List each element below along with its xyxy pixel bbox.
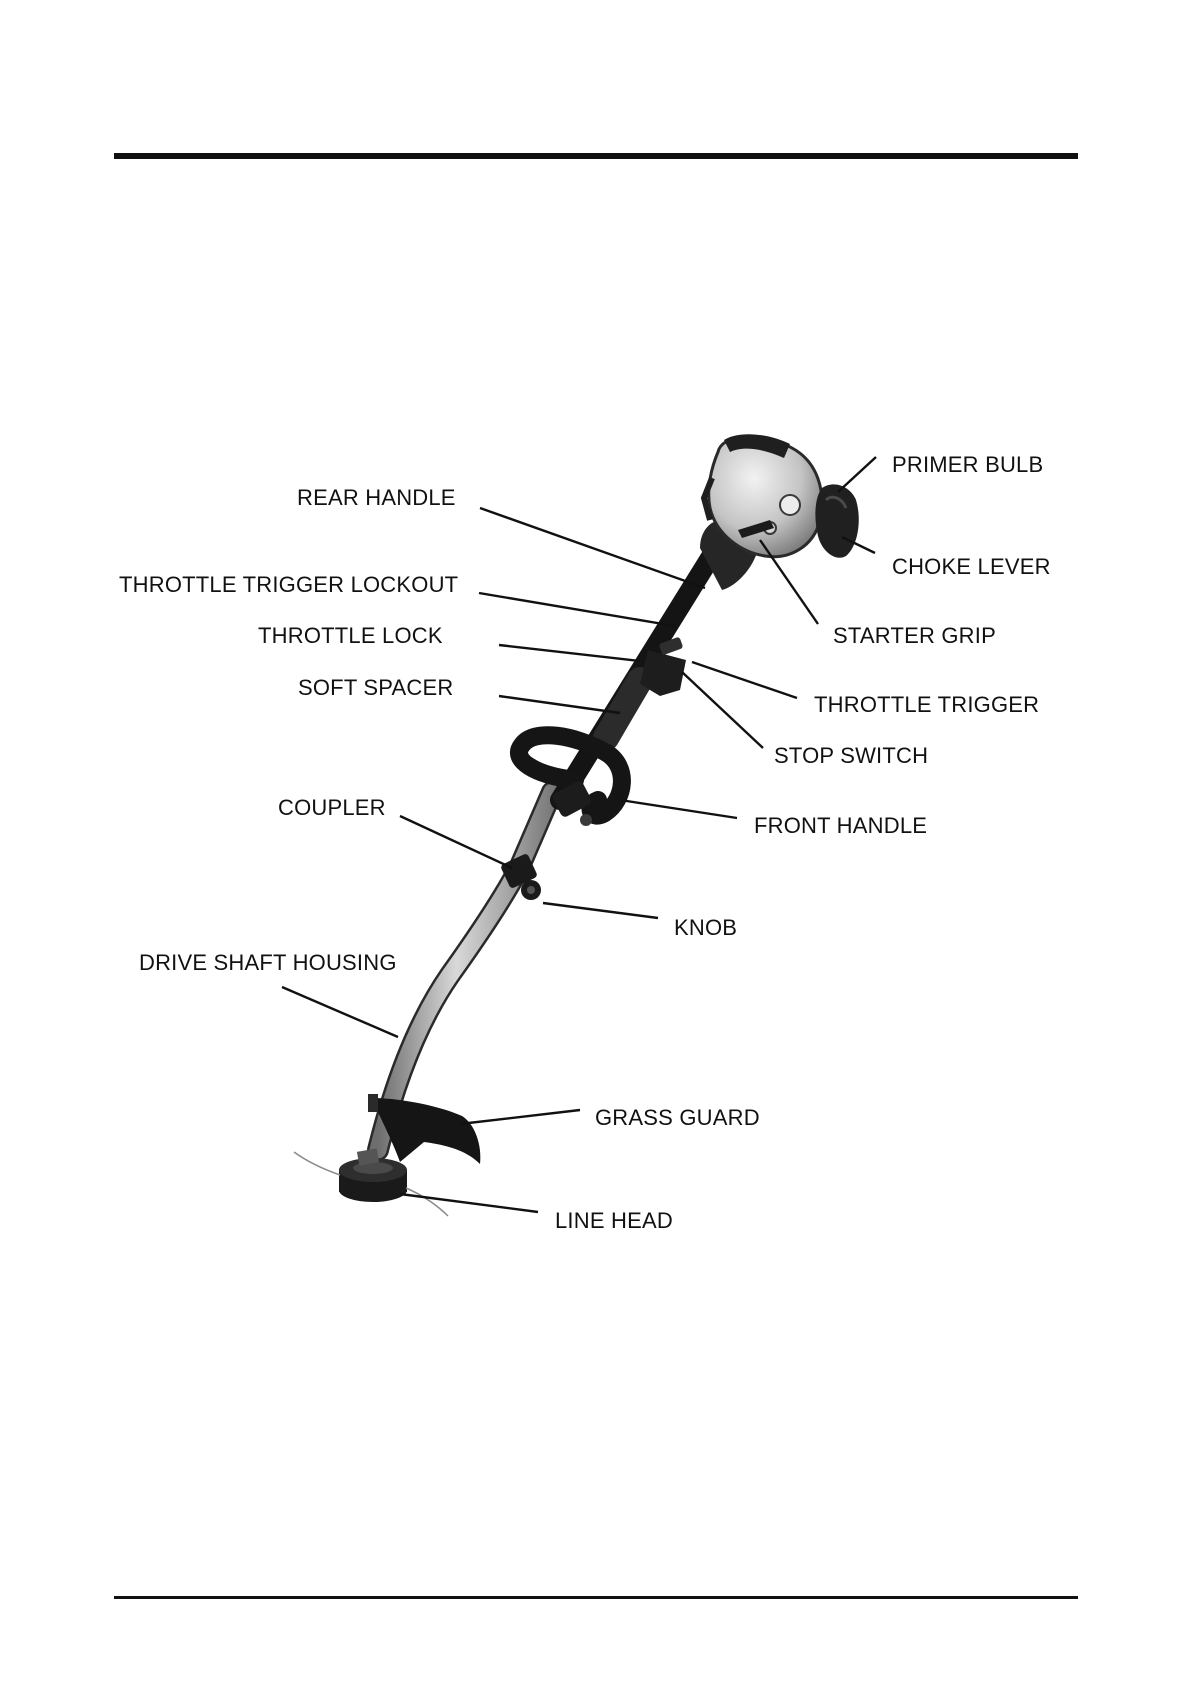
label-throttle-lock: THROTTLE LOCK	[258, 623, 443, 648]
label-choke-lever: CHOKE LEVER	[892, 554, 1051, 579]
label-soft-spacer: SOFT SPACER	[298, 675, 453, 700]
leader-line-head	[400, 1194, 538, 1212]
leader-knob	[543, 903, 658, 918]
label-knob: KNOB	[674, 915, 737, 940]
leader-drive-shaft-housing	[282, 987, 398, 1037]
leader-primer-bulb	[838, 457, 876, 492]
label-starter-grip: STARTER GRIP	[833, 623, 996, 648]
grass-guard-shape	[372, 1098, 480, 1164]
label-coupler: COUPLER	[278, 795, 386, 820]
label-drive-shaft-housing: DRIVE SHAFT HOUSING	[139, 950, 397, 975]
label-line-head: LINE HEAD	[555, 1208, 673, 1233]
leader-throttle-trigger	[692, 662, 797, 698]
line-head-shape	[294, 1148, 448, 1216]
leader-coupler	[400, 816, 512, 868]
leader-rear-handle	[480, 508, 705, 588]
label-stop-switch: STOP SWITCH	[774, 743, 928, 768]
label-front-handle: FRONT HANDLE	[754, 813, 927, 838]
label-primer-bulb: PRIMER BULB	[892, 452, 1043, 477]
label-rear-handle: REAR HANDLE	[297, 485, 456, 510]
footer-rule	[114, 1596, 1078, 1599]
primer-bulb-shape	[815, 484, 858, 557]
label-throttle-trigger-lockout: THROTTLE TRIGGER LOCKOUT	[119, 572, 458, 597]
label-grass-guard: GRASS GUARD	[595, 1105, 760, 1130]
leader-soft-spacer	[499, 696, 620, 713]
leader-throttle-lock	[499, 645, 640, 661]
leader-throttle-trigger-lockout	[479, 593, 675, 626]
label-throttle-trigger: THROTTLE TRIGGER	[814, 692, 1039, 717]
leader-front-handle	[620, 800, 737, 818]
leader-grass-guard	[460, 1110, 580, 1124]
callout-labels: PRIMER BULB REAR HANDLE CHOKE LEVER THRO…	[119, 452, 1051, 1233]
